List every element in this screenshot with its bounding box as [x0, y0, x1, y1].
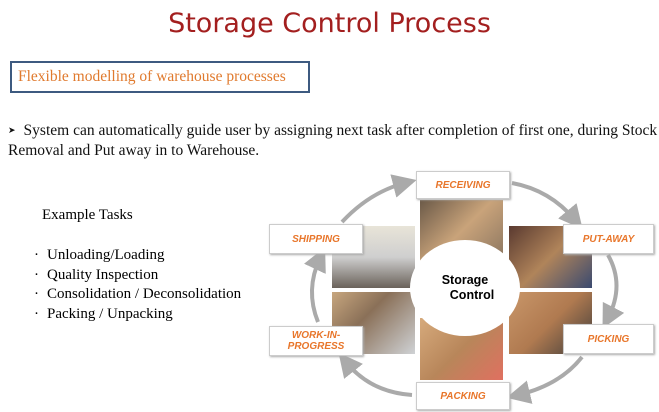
example-tasks-list: Unloading/Loading Quality Inspection Con… — [34, 246, 241, 324]
wip-line-1: WORK-IN- — [291, 330, 341, 341]
description: ➤System can automatically guide user by … — [8, 120, 658, 161]
bullet-icon: ➤ — [8, 125, 16, 135]
step-picking: PICKING — [563, 324, 654, 354]
center-label-2: Control — [449, 288, 495, 302]
list-item: Unloading/Loading — [34, 246, 241, 266]
subtitle-box: Flexible modelling of warehouse processe… — [10, 61, 310, 93]
list-item: Consolidation / Deconsolidation — [34, 285, 241, 305]
step-put-away: PUT-AWAY — [563, 224, 654, 254]
step-packing: PACKING — [416, 382, 510, 410]
step-receiving: RECEIVING — [416, 171, 510, 199]
list-item: Packing / Unpacking — [34, 305, 241, 325]
center-label-1: Storage — [441, 273, 489, 287]
description-text: System can automatically guide user by a… — [8, 122, 658, 159]
list-item: Quality Inspection — [34, 266, 241, 286]
slide-title: Storage Control Process — [168, 8, 491, 39]
step-work-in-progress: WORK-IN-PROGRESS — [269, 326, 363, 356]
wip-line-2: PROGRESS — [287, 341, 345, 352]
example-tasks-heading: Example Tasks — [42, 207, 133, 223]
step-shipping: SHIPPING — [269, 224, 363, 254]
